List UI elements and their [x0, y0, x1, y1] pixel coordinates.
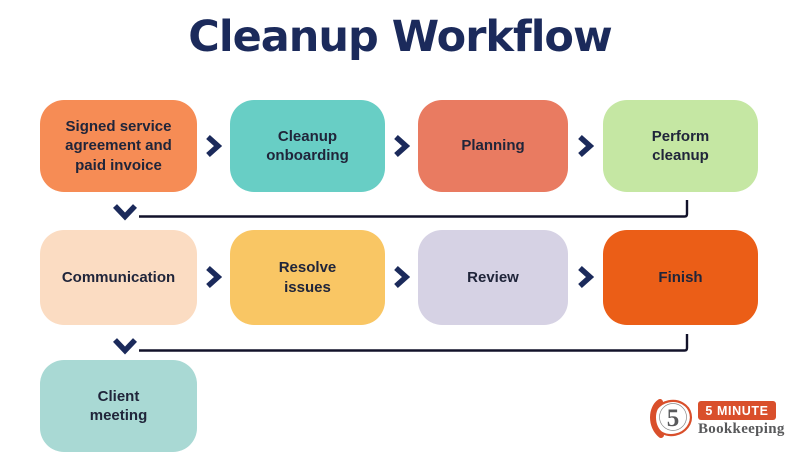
arrow-right-icon	[206, 265, 222, 289]
flow-step-signed-service-agreement: Signed service agreement and paid invoic…	[40, 100, 197, 192]
flow-step-planning: Planning	[418, 100, 568, 192]
brand-name-badge: 5 MINUTE	[698, 401, 776, 420]
five-circle-logo-icon: 5	[650, 399, 693, 438]
flow-step-resolve-issues: Resolve issues	[230, 230, 385, 325]
arrow-right-icon	[578, 134, 594, 158]
arrow-down-icon	[113, 338, 137, 355]
flow-step-finish: Finish	[603, 230, 758, 325]
flow-step-communication: Communication	[40, 230, 197, 325]
arrow-right-icon	[206, 134, 222, 158]
flow-step-perform-cleanup: Perform cleanup	[603, 100, 758, 192]
page-title: Cleanup Workflow	[188, 12, 612, 62]
arrow-right-icon	[394, 134, 410, 158]
wrap-connector-line	[113, 334, 689, 355]
flow-step-cleanup-onboarding: Cleanup onboarding	[230, 100, 385, 192]
brand-logo: 5 5 MINUTE Bookkeeping	[648, 396, 793, 448]
flow-step-review: Review	[418, 230, 568, 325]
logo-number: 5	[667, 405, 680, 432]
arrow-down-icon	[113, 204, 137, 221]
arrow-right-icon	[394, 265, 410, 289]
brand-name-sub: Bookkeeping	[698, 421, 785, 437]
arrow-right-icon	[578, 265, 594, 289]
wrap-connector-line	[113, 200, 689, 221]
flow-step-client-meeting: Client meeting	[40, 360, 197, 452]
